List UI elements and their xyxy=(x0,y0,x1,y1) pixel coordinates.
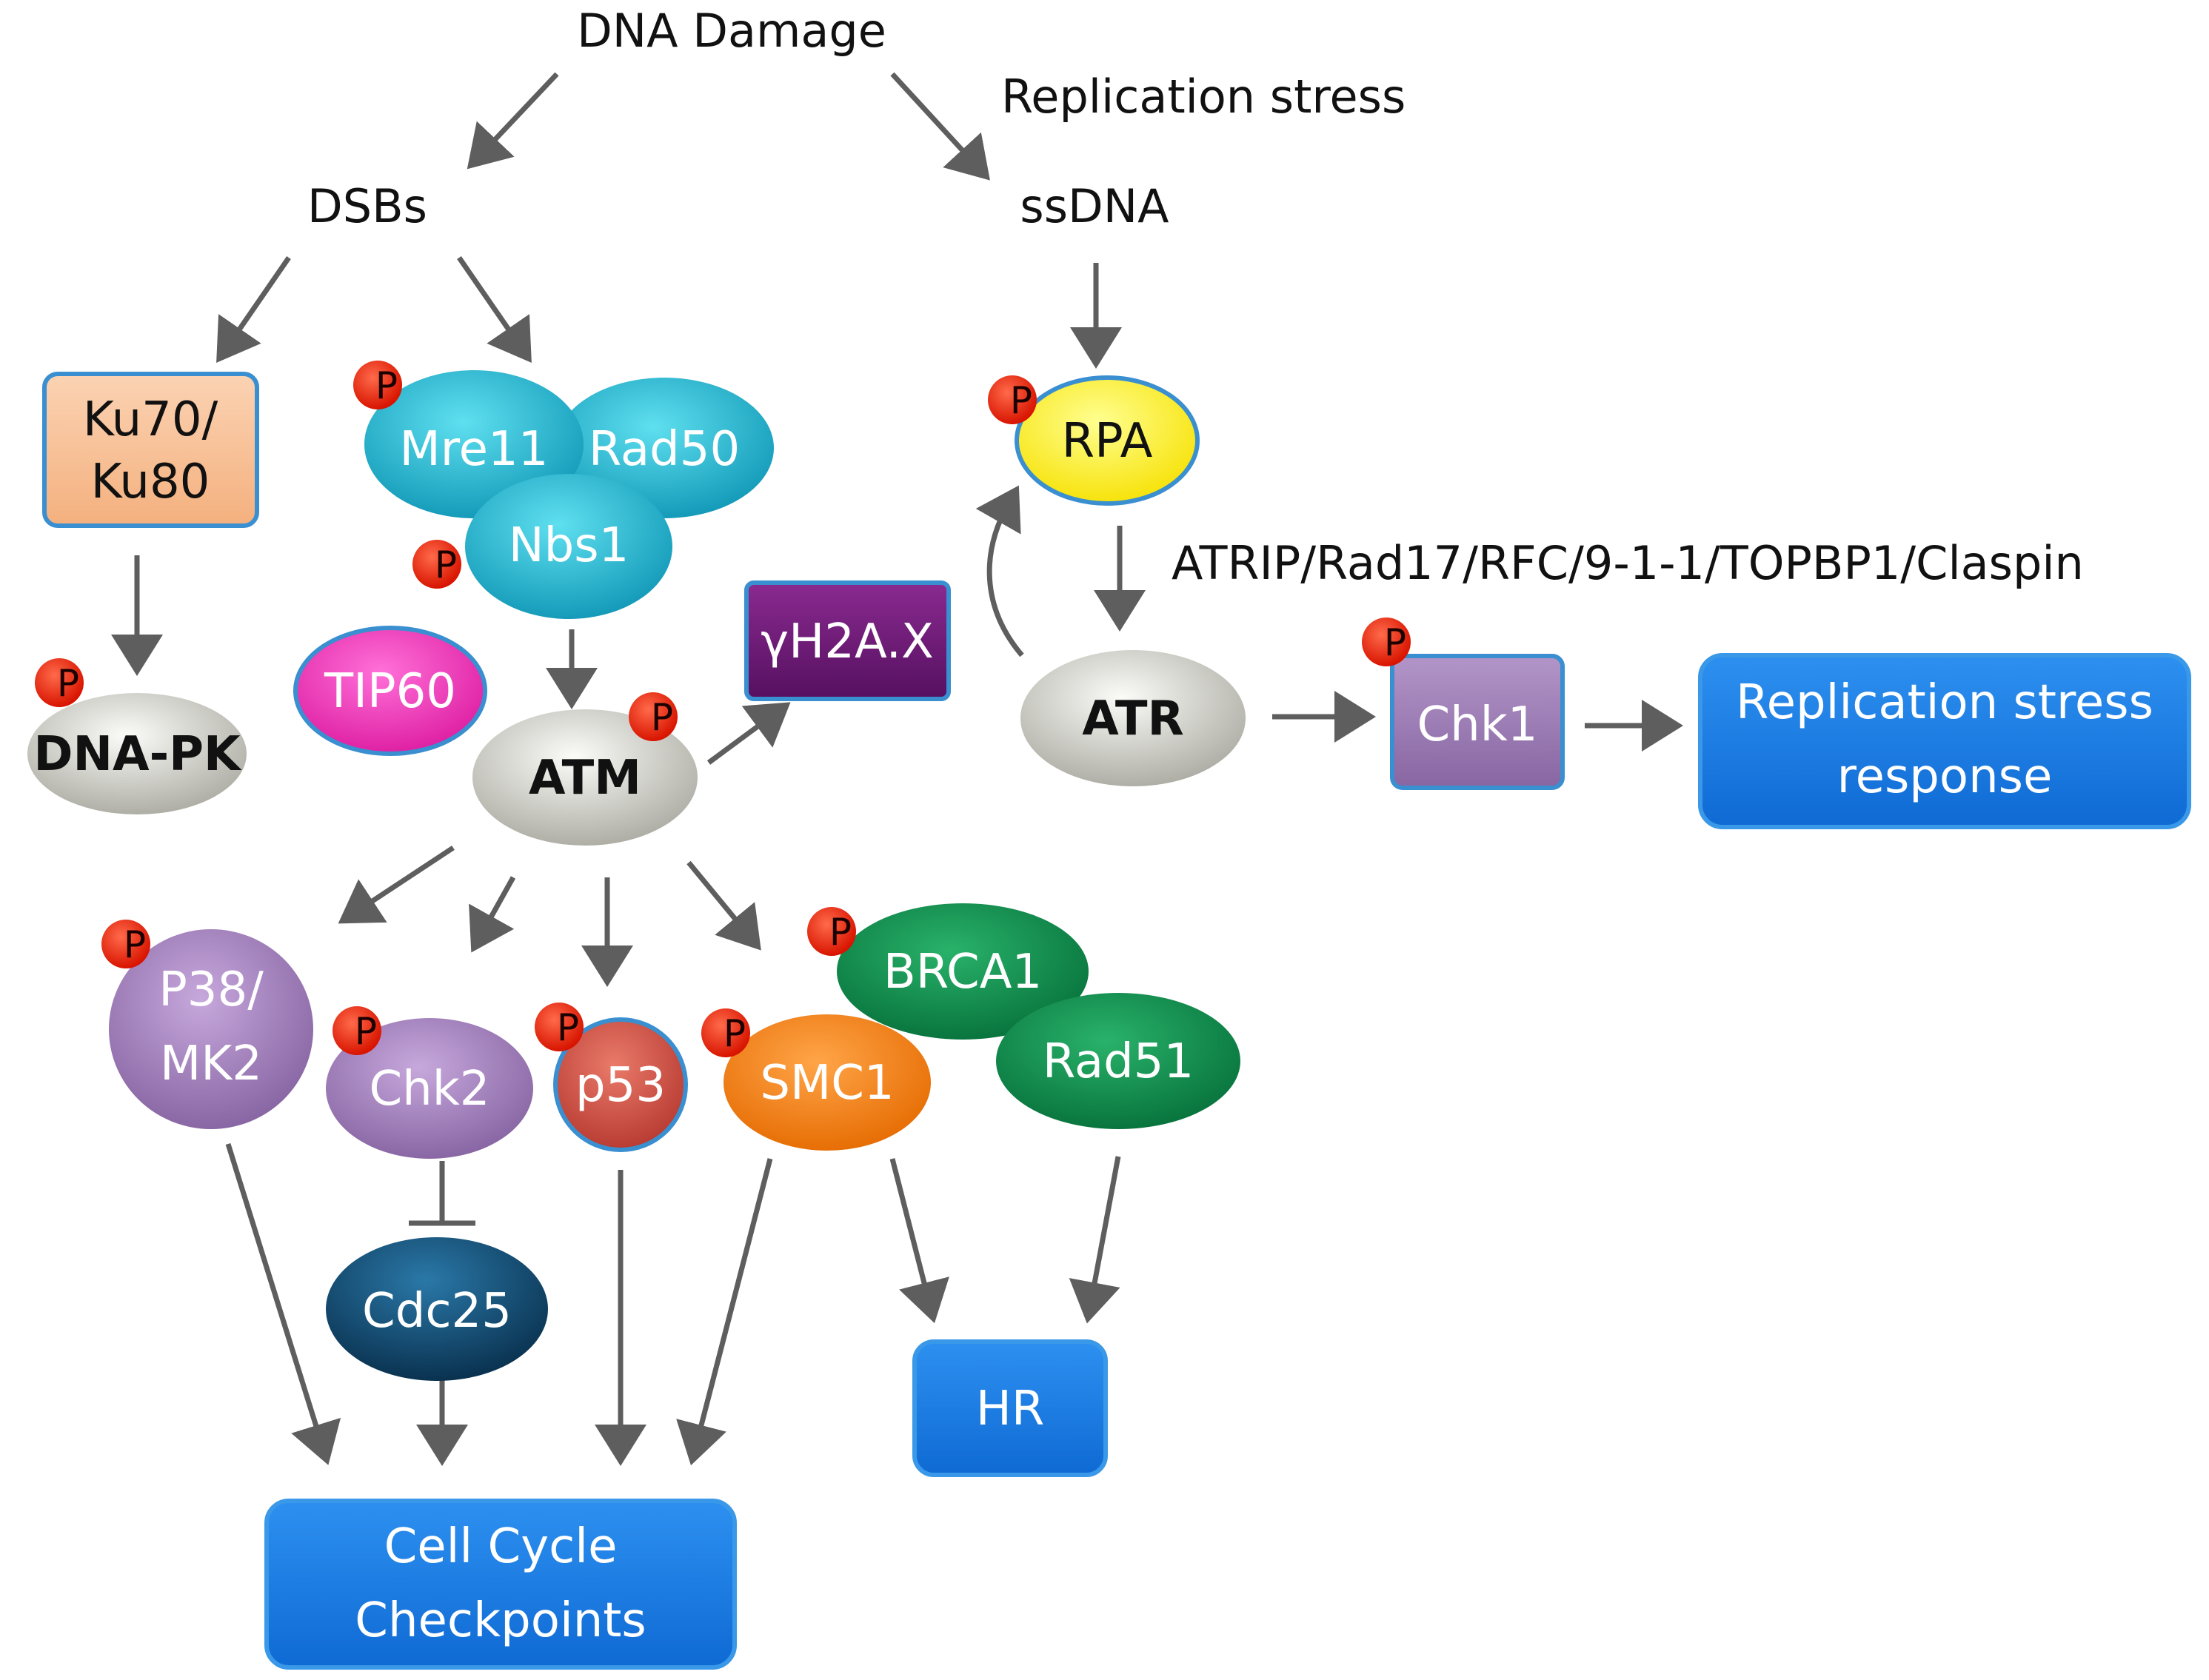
p38-label-line2: MK2 xyxy=(160,1037,262,1091)
atr-label: ATR xyxy=(1082,692,1184,746)
chk1-node: Chk1 xyxy=(1390,654,1565,790)
cdc25-node: Cdc25 xyxy=(326,1237,548,1381)
rad51-label: Rad51 xyxy=(1043,1034,1194,1089)
svg-text:P: P xyxy=(557,1006,579,1049)
arrow-atm-to-chk2 xyxy=(469,876,516,953)
smc1-node: SMC1 xyxy=(723,1014,931,1151)
arrow-atm-to-gh2ax xyxy=(706,702,791,765)
rad50-label: Rad50 xyxy=(589,422,740,477)
ccc-line2: Checkpoints xyxy=(355,1593,646,1648)
smc1-label: SMC1 xyxy=(760,1056,894,1111)
svg-text:P: P xyxy=(375,364,398,407)
svg-text:P: P xyxy=(651,696,673,739)
svg-text:P: P xyxy=(829,911,852,954)
label-atr-cofactors: ATRIP/Rad17/RFC/9-1-1/TOPBP1/Claspin xyxy=(1172,536,2084,590)
mrn-complex: Mre11 Rad50 Nbs1 xyxy=(364,370,774,619)
phospho-badge-nbs1: P xyxy=(412,540,461,589)
ku70-ku80-node: Ku70/ Ku80 xyxy=(42,372,259,528)
phospho-badge-dnapk: P xyxy=(35,658,84,707)
label-dna-damage: DNA Damage xyxy=(577,4,886,58)
dna-pk-node: DNA-PK xyxy=(27,693,247,814)
svg-text:P: P xyxy=(1010,379,1032,422)
phospho-badge-brca1: P xyxy=(807,907,856,956)
phospho-badge-mre11: P xyxy=(353,361,402,409)
atm-node: ATM xyxy=(472,709,698,846)
svg-text:P: P xyxy=(1384,621,1406,664)
replication-stress-response-box: Replication stress response xyxy=(1698,653,2191,829)
p38-label-line1: P38/ xyxy=(158,963,264,1017)
tip60-node: TIP60 xyxy=(293,626,487,756)
chk2-label: Chk2 xyxy=(369,1062,489,1117)
hr-label: HR xyxy=(976,1382,1045,1436)
rsr-line1: Replication stress xyxy=(1736,675,2153,730)
rsr-line2: response xyxy=(1837,749,2053,804)
dna-pk-label: DNA-PK xyxy=(33,727,242,782)
label-replication-stress: Replication stress xyxy=(1001,70,1406,124)
arrow-damage-to-dsbs xyxy=(467,72,559,170)
svg-text:P: P xyxy=(723,1012,746,1055)
chk2-node: Chk2 xyxy=(326,1018,533,1159)
svg-text:P: P xyxy=(57,662,79,705)
arrow-p38-to-checkpoints xyxy=(225,1142,341,1465)
arrow-smc1-to-checkpoints xyxy=(676,1158,773,1466)
hr-box: HR xyxy=(912,1339,1108,1477)
label-ssdna: ssDNA xyxy=(1020,179,1169,233)
arrow-atm-to-p38 xyxy=(338,846,455,924)
brca1-label: BRCA1 xyxy=(883,945,1042,1000)
rpa-node: RPA xyxy=(1015,375,1200,506)
p53-label: p53 xyxy=(575,1058,666,1113)
phospho-badge-p53: P xyxy=(535,1003,584,1051)
svg-text:P: P xyxy=(355,1010,377,1053)
svg-text:P: P xyxy=(124,923,146,966)
cdc25-label: Cdc25 xyxy=(362,1284,512,1339)
arrow-dsbs-to-ku xyxy=(216,256,291,364)
rpa-label: RPA xyxy=(1062,414,1153,469)
arrow-atr-to-rpa xyxy=(975,485,1024,657)
label-dsbs: DSBs xyxy=(307,179,427,233)
atr-node: ATR xyxy=(1020,650,1246,786)
phospho-badge-smc1: P xyxy=(701,1008,750,1057)
p38-mk2-node: P38/ MK2 xyxy=(109,929,313,1129)
arrow-damage-to-ssdna xyxy=(890,72,990,181)
arrows xyxy=(111,72,1683,1466)
ccc-line1: Cell Cycle xyxy=(384,1519,618,1574)
phospho-badge-rpa: P xyxy=(988,375,1037,424)
rad51-node: Rad51 xyxy=(996,993,1240,1129)
arrow-atm-to-brca1-smc1 xyxy=(686,860,761,951)
gh2ax-node: γH2A.X xyxy=(744,580,951,701)
ku-label-line1: Ku70/ xyxy=(83,392,218,447)
arrow-rad51-to-hr xyxy=(1069,1156,1121,1324)
atm-label: ATM xyxy=(529,751,641,806)
phospho-badge-chk1: P xyxy=(1362,618,1411,666)
arrow-smc1-to-hr xyxy=(889,1158,949,1324)
phospho-markers: P P P P P P P P xyxy=(35,361,1411,1057)
svg-text:P: P xyxy=(435,543,457,586)
arrow-dsbs-to-mrn xyxy=(457,256,532,364)
phospho-badge-atm: P xyxy=(629,692,678,741)
chk1-label: Chk1 xyxy=(1417,697,1537,752)
brca1-node: BRCA1 xyxy=(837,903,1089,1040)
ku-label-line2: Ku80 xyxy=(91,455,210,509)
nbs1-node xyxy=(465,474,672,619)
gh2ax-label: γH2A.X xyxy=(761,615,934,669)
p53-node: p53 xyxy=(553,1017,688,1152)
tip60-label: TIP60 xyxy=(324,664,456,719)
mre11-label: Mre11 xyxy=(400,422,549,477)
nbs1-label: Nbs1 xyxy=(509,518,629,573)
cell-cycle-checkpoints-box: Cell Cycle Checkpoints xyxy=(264,1499,737,1670)
phospho-badge-chk2: P xyxy=(332,1006,381,1055)
phospho-badge-p38: P xyxy=(101,920,150,968)
